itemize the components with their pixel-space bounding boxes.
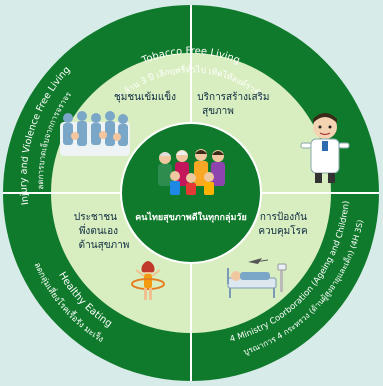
- quadrant-bottom-left-label: ประชาชน พึ่งตนเอง ด้านสุขภาพ: [74, 212, 130, 251]
- crowd-of-people-icon: [60, 111, 130, 156]
- quadrant-top-right-line: สุขภาพ: [202, 106, 234, 117]
- center-label: คนไทยสุขภาพดีในทุกกลุ่มวัย: [135, 211, 246, 223]
- quadrant-bottom-right-line: ควบคุมโรค: [258, 224, 307, 237]
- quadrant-bottom-right-label: การป้องกัน ควบคุมโรค: [258, 211, 310, 237]
- quadrant-top-left-line: ชุมชนเข้มแข็ง: [114, 89, 176, 103]
- quadrant-bottom-left-line: ประชาชน: [74, 212, 117, 223]
- family-group-icon: [158, 149, 225, 195]
- quadrant-top-right-line: บริการสร้างเสริม: [197, 91, 269, 103]
- hospital-bed-mosquito-icon: [227, 258, 287, 298]
- quadrant-bottom-left-line: ด้านสุขภาพ: [79, 239, 130, 251]
- quadrant-top-right-label: บริการสร้างเสริม สุขภาพ: [197, 91, 272, 117]
- hula-hoop-person-icon: [131, 261, 165, 300]
- quadrant-top-left-label: ชุมชนเข้มแข็ง: [114, 89, 176, 103]
- quadrant-bottom-right-line: การป้องกัน: [260, 211, 307, 223]
- quadrant-bottom-left-line: พึ่งตนเอง: [79, 223, 118, 237]
- doctor-cartoon-icon: [300, 113, 350, 183]
